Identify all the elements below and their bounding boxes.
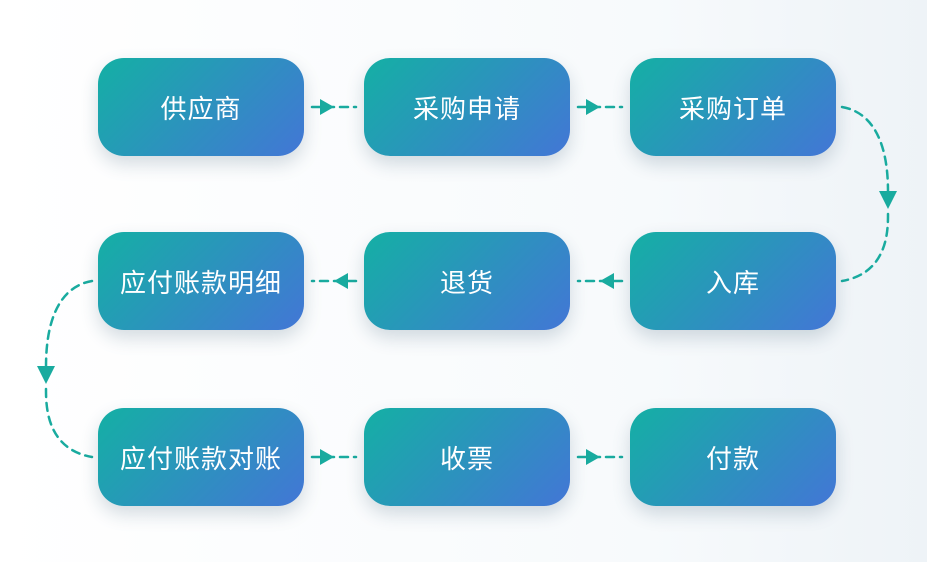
arrow-inbound-to-return — [600, 273, 614, 289]
node-return: 退货 — [364, 232, 570, 330]
node-purchase-request: 采购申请 — [364, 58, 570, 156]
arrow-invoice-receipt-to-payment — [586, 449, 600, 465]
node-return-label: 退货 — [439, 268, 494, 299]
arrow-supplier-to-purchase-request — [320, 99, 334, 115]
connector-curve-bottom-payable-detail-to-payable-reconcile — [44, 387, 94, 459]
arrow-return-to-payable-detail — [334, 273, 348, 289]
connector-curve-top-payable-detail-to-payable-reconcile — [44, 279, 94, 371]
arrow-purchase-order-to-inbound — [879, 191, 897, 209]
node-supplier-label: 供应商 — [160, 94, 242, 125]
node-purchase-order-label: 采购订单 — [678, 94, 787, 125]
node-purchase-request-label: 采购申请 — [412, 94, 521, 125]
node-supplier: 供应商 — [98, 58, 304, 156]
arrow-purchase-request-to-purchase-order — [586, 99, 600, 115]
arrow-payable-reconcile-to-invoice-receipt — [320, 449, 334, 465]
node-inbound-label: 入库 — [705, 268, 760, 299]
node-invoice-receipt-label: 收票 — [439, 444, 494, 475]
node-payment-label: 付款 — [705, 444, 760, 475]
node-payable-reconcile: 应付账款对账 — [98, 408, 304, 506]
node-invoice-receipt: 收票 — [364, 408, 570, 506]
node-payment: 付款 — [630, 408, 836, 506]
connector-curve-bottom-purchase-order-to-inbound — [840, 212, 890, 283]
node-payable-detail: 应付账款明细 — [98, 232, 304, 330]
arrow-payable-detail-to-payable-reconcile — [37, 366, 55, 384]
node-payable-detail-label: 应付账款明细 — [119, 268, 282, 299]
node-payable-reconcile-label: 应付账款对账 — [119, 444, 282, 475]
connector-curve-top-purchase-order-to-inbound — [840, 105, 890, 196]
node-inbound: 入库 — [630, 232, 836, 330]
node-purchase-order: 采购订单 — [630, 58, 836, 156]
